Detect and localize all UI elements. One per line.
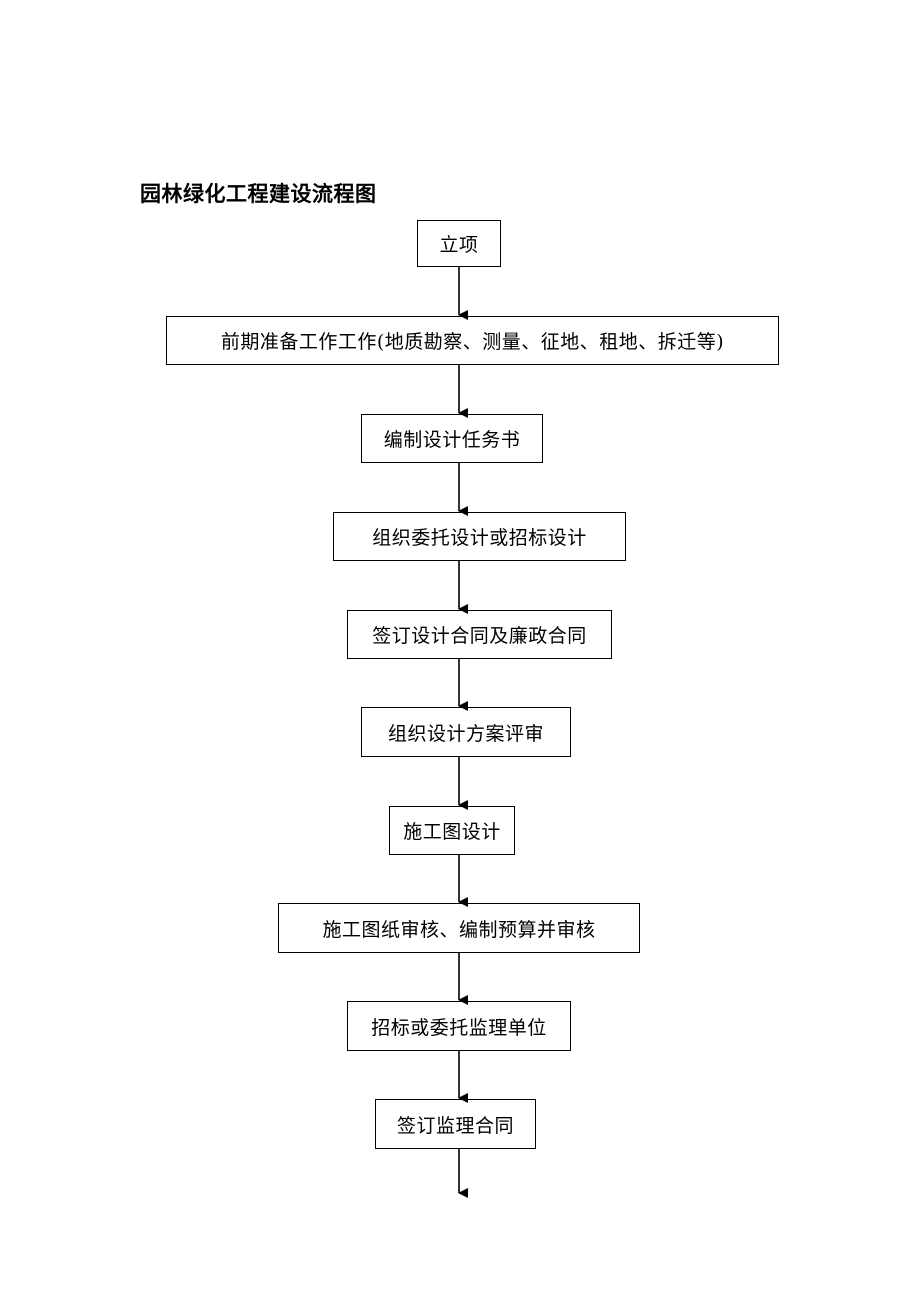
step-design-review: 组织设计方案评审 (361, 707, 571, 757)
step-construction-drawing-design: 施工图设计 (389, 806, 515, 855)
step-sign-supervision-contract: 签订监理合同 (375, 1099, 536, 1149)
step-project-approval: 立项 (417, 220, 501, 267)
step-select-supervision-unit: 招标或委托监理单位 (347, 1001, 571, 1051)
step-commission-design: 组织委托设计或招标设计 (333, 512, 626, 561)
step-sign-design-contract: 签订设计合同及廉政合同 (347, 610, 612, 659)
step-design-task-book: 编制设计任务书 (361, 414, 543, 463)
step-preliminary-preparation: 前期准备工作工作(地质勘察、测量、征地、租地、拆迁等) (166, 316, 779, 365)
step-drawing-review-budget: 施工图纸审核、编制预算并审核 (278, 903, 640, 953)
diagram-title: 园林绿化工程建设流程图 (140, 182, 377, 206)
